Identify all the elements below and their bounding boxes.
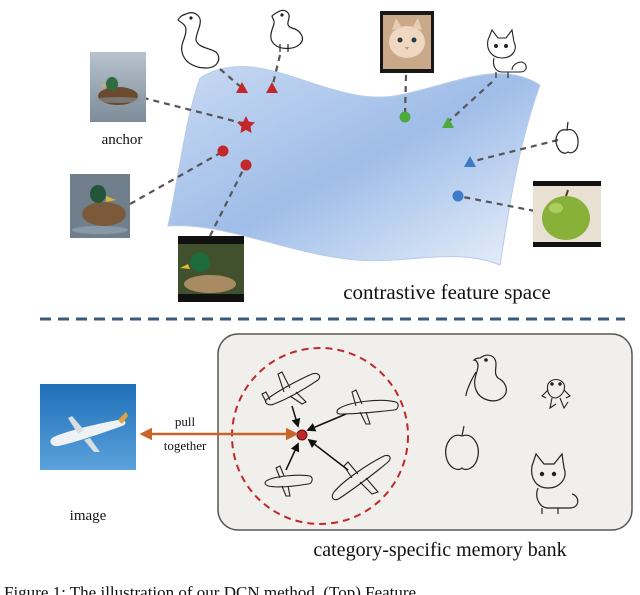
category-center-point bbox=[296, 429, 308, 441]
red-star-anchor-marker bbox=[237, 116, 255, 133]
green-triangle-marker bbox=[442, 117, 454, 128]
cat-sketch-icon bbox=[487, 28, 527, 78]
airplane-sketch-icon bbox=[264, 465, 313, 497]
feature-markers bbox=[217, 82, 476, 202]
airplane-sketch-icon bbox=[261, 371, 321, 406]
figure-caption: Figure 1: The illustration of our DCN me… bbox=[4, 583, 433, 595]
red-circle-marker bbox=[217, 145, 229, 157]
pull-label: pull bbox=[175, 414, 196, 429]
image-label: image bbox=[70, 508, 107, 524]
duck-photo-icon bbox=[70, 174, 130, 238]
duck-photo-icon bbox=[90, 52, 146, 122]
red-triangle-marker bbox=[266, 82, 278, 93]
duck-sketch-icon bbox=[270, 9, 304, 52]
red-circle-marker bbox=[240, 159, 252, 171]
apple-photo-icon bbox=[533, 181, 601, 247]
red-triangle-marker bbox=[236, 82, 248, 93]
blue-circle-marker bbox=[452, 190, 464, 202]
green-circle-marker bbox=[399, 111, 411, 123]
memory-bank-label: category-specific memory bank bbox=[313, 539, 566, 561]
feature-manifold bbox=[167, 66, 541, 266]
blue-triangle-marker bbox=[464, 156, 476, 167]
connector-lines bbox=[129, 54, 559, 237]
frog-sketch-icon bbox=[541, 378, 571, 410]
airplane-sketch-icon bbox=[336, 389, 399, 425]
cat-photo-icon bbox=[380, 11, 434, 73]
airplane-sketch-icon bbox=[331, 454, 391, 501]
airplane-photo-icon bbox=[40, 384, 136, 470]
apple-sketch-icon bbox=[445, 425, 479, 471]
memory-bank-panel bbox=[217, 333, 633, 531]
anchor-label: anchor bbox=[102, 132, 143, 148]
together-label: together bbox=[164, 438, 207, 453]
duck-sketch-icon bbox=[177, 12, 220, 69]
duck-photo-icon bbox=[178, 236, 244, 302]
apple-sketch-icon bbox=[555, 121, 579, 154]
convergence-arrows bbox=[285, 405, 349, 471]
bird-sketch-icon bbox=[465, 354, 507, 402]
feature-space-label: contrastive feature space bbox=[343, 280, 551, 304]
cat-sketch-icon bbox=[531, 452, 579, 514]
